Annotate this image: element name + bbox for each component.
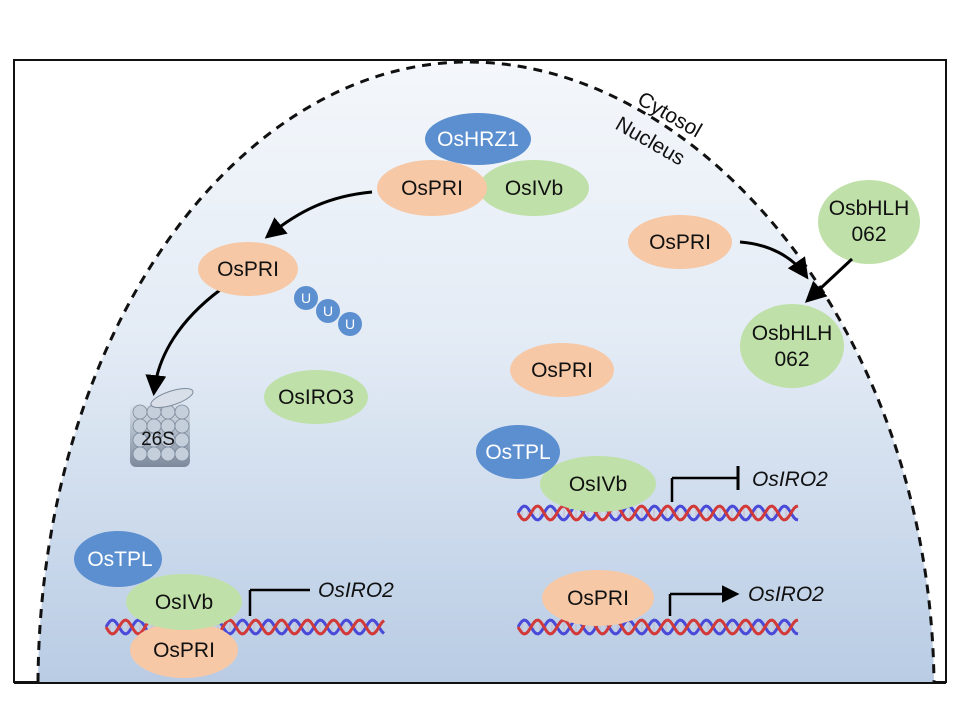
ostpl-right-label: OsTPL (485, 441, 550, 464)
gene-osiro2-repressed: OsIRO2 (752, 468, 828, 491)
ospri-left-label: OsPRI (153, 639, 215, 662)
ospri-complex-protein (377, 160, 487, 216)
ospri-ubiquitinated-label: OsPRI (217, 258, 279, 281)
activation-complex-left: OsIRO2 OsPRI OsIVb OsTPL (74, 531, 394, 678)
ospri-activator-label: OsPRI (567, 587, 629, 610)
degradation-arrow-2 (145, 288, 221, 397)
frame-bottom-edge (14, 682, 946, 684)
ubiquitin-3-label: U (345, 316, 355, 332)
ospri-complex-label: OsPRI (401, 177, 463, 200)
ostpl-left-protein (74, 531, 162, 587)
ostpl-right-protein (476, 425, 560, 479)
osivb-right-label: OsIVb (569, 473, 627, 496)
osbhlh062-bottom-label-line1: OsbHLH (752, 322, 833, 345)
osivb-complex-label: OsIVb (505, 177, 563, 200)
ubiquitin-2 (316, 299, 340, 323)
nuclear-envelope (36, 60, 936, 683)
ospri-left-protein (130, 622, 238, 678)
osbhlh062-bottom-label-line2: 062 (774, 348, 809, 371)
osivb-complex-protein (479, 160, 589, 216)
ostpl-left-label: OsTPL (87, 548, 152, 571)
nucleus-region (38, 62, 934, 682)
repression-complex-right: OsIRO2 OsIVb OsTPL (476, 425, 828, 512)
oshrz1-label: OsHRZ1 (437, 128, 519, 151)
hrz1-pri-ivb-complex: OsIVb OsPRI OsHRZ1 (377, 113, 589, 216)
ubiquitinated-ospri: OsPRI U U U (198, 242, 362, 336)
activation-complex-right: OsIRO2 OsPRI (542, 570, 824, 626)
osbhlh062-bottom-protein (740, 304, 844, 388)
osiro3-label: OsIRO3 (278, 386, 354, 409)
osbhlh062-top-label-line1: OsbHLH (829, 197, 910, 220)
proteasome-label: 26S (141, 429, 175, 450)
ubiquitin-2-label: U (323, 303, 333, 319)
ubiquitin-1 (294, 286, 318, 310)
gene-osiro2-left: OsIRO2 (318, 579, 394, 602)
proteasome-26s: 26S (130, 387, 194, 467)
osivb-right-protein (540, 456, 656, 512)
osbhlh-translocation-arrow (804, 257, 854, 303)
osiro3-protein (264, 370, 368, 424)
gene-osiro2-active: OsIRO2 (748, 583, 824, 606)
osbhlh062-top-label-line2: 062 (851, 223, 886, 246)
ubiquitin-1-label: U (301, 290, 311, 306)
osivb-left-protein (126, 574, 242, 630)
ospri-ubiquitinated-protein (198, 242, 298, 296)
ospri-right-protein (628, 215, 732, 269)
ubiquitin-3 (338, 312, 362, 336)
ospri-free-protein (510, 343, 614, 397)
oshrz1-protein (425, 113, 531, 165)
degradation-arrow-1 (264, 190, 373, 239)
ospri-activator-protein (542, 570, 654, 626)
osbhlh062-top-protein (818, 180, 920, 264)
ospri-right-label: OsPRI (649, 231, 711, 254)
osivb-left-label: OsIVb (155, 591, 213, 614)
ospri-to-osbhlh-arrow (739, 240, 809, 280)
ospri-free-label: OsPRI (531, 359, 593, 382)
